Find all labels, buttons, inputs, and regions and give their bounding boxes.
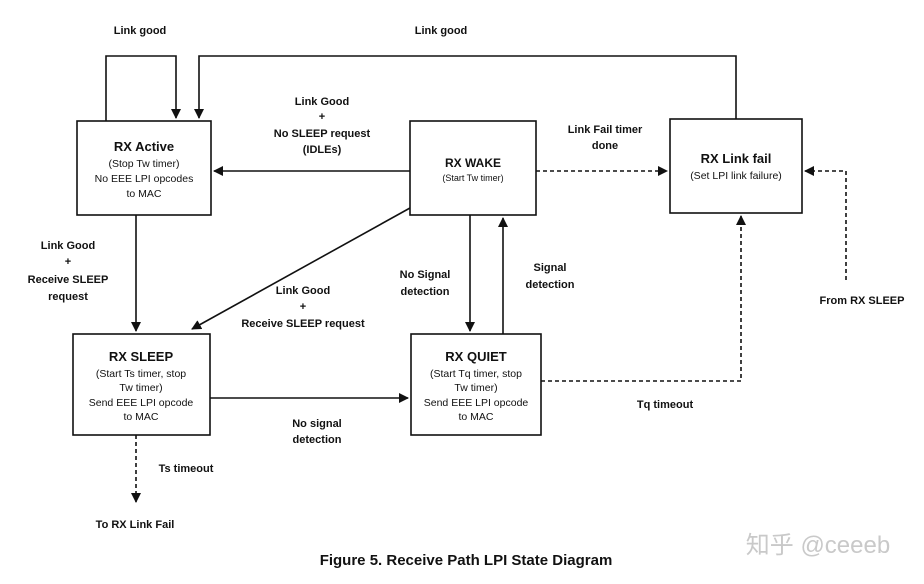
rx-active-line-3: to MAC [126,188,161,200]
state-rx-quiet [410,333,542,436]
rx-sleep-line-4: to MAC [123,411,158,423]
rx-active-line-1: (Stop Tw timer) [109,158,180,170]
label-sleep-to-quiet-2: detection [293,434,342,446]
rx-quiet-line-2: Tw timer) [454,382,497,394]
rx-sleep-line-1: (Start Ts timer, stop [96,368,186,380]
rx-sleep-line-2: Tw timer) [119,382,162,394]
state-rx-active [76,120,212,216]
rx-quiet-title: RX QUIET [445,349,506,364]
rx-quiet-line-3: Send EEE LPI opcode [424,397,529,409]
label-quiet-to-linkfail: Tq timeout [637,399,694,411]
arrow-wake-to-sleep [191,207,411,330]
label-active-self-loop: Link good [114,25,167,37]
arrow-active-self-loop [105,55,181,121]
rx-wake-title: RX WAKE [445,156,501,170]
label-quiet-to-wake-2: detection [526,279,575,291]
label-wake-to-active-2: + [319,111,325,123]
rx-sleep-line-3: Send EEE LPI opcode [89,397,194,409]
state-rx-link-fail [669,118,803,214]
label-sleep-timeout: Ts timeout [159,463,214,475]
rx-active-title: RX Active [114,139,174,154]
watermark: 知乎 @ceeeb [746,532,890,559]
label-active-to-sleep-4: request [48,291,88,303]
rx-active-line-2: No EEE LPI opcodes [95,173,194,185]
rx-link-fail-line-1: (Set LPI link failure) [690,170,782,182]
arrow-from-rx-sleep [804,166,847,280]
label-quiet-to-wake-1: Signal [533,262,566,274]
label-wake-to-sleep-2: + [300,301,306,313]
label-wake-to-quiet-1: No Signal [400,269,451,281]
label-wake-to-sleep-1: Link Good [276,285,330,297]
label-active-to-sleep-2: + [65,256,71,268]
label-wake-to-active-1: Link Good [295,96,349,108]
label-wake-to-active-4: (IDLEs) [303,144,342,156]
label-sleep-to-quiet-1: No signal [292,418,342,430]
label-linkfail-to-active: Link good [415,25,468,37]
label-wake-to-sleep-3: Receive SLEEP request [241,318,365,330]
label-wake-to-active-3: No SLEEP request [274,128,371,140]
figure-caption: Figure 5. Receive Path LPI State Diagram [320,552,613,569]
arrow-quiet-to-linkfail [541,215,746,382]
label-active-to-sleep-1: Link Good [41,240,95,252]
label-wake-to-linkfail-2: done [592,140,618,152]
rx-link-fail-title: RX Link fail [701,151,772,166]
label-wake-to-linkfail-1: Link Fail timer [568,124,643,136]
label-to-rx-link-fail: To RX Link Fail [96,519,175,531]
state-rx-wake [409,120,537,216]
label-active-to-sleep-3: Receive SLEEP [28,274,109,286]
arrow-linkfail-to-active [194,55,737,119]
rx-wake-line-1: (Start Tw timer) [442,173,503,183]
state-rx-sleep [72,333,211,436]
rx-quiet-line-1: (Start Tq timer, stop [430,368,522,380]
rx-quiet-line-4: to MAC [458,411,493,423]
rx-sleep-title: RX SLEEP [109,349,174,364]
label-from-rx-sleep: From RX SLEEP [820,295,905,307]
label-wake-to-quiet-2: detection [401,286,450,298]
